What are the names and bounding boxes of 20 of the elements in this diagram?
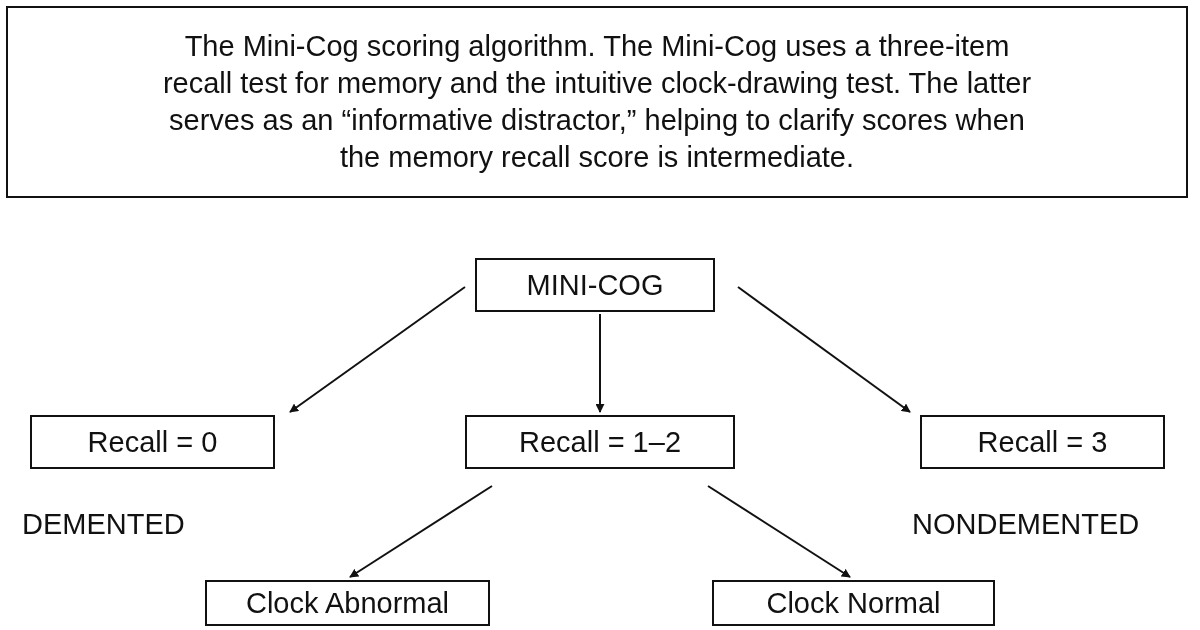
- arrow: [707, 485, 851, 578]
- arrow: [349, 485, 493, 578]
- process-box: [205, 580, 490, 626]
- box-label: MINI-COG: [526, 268, 664, 302]
- box-label: Clock Normal: [766, 586, 941, 620]
- box-label: Recall = 3: [977, 425, 1108, 459]
- box-label: Recall = 0: [87, 425, 218, 459]
- arrow: [289, 286, 466, 413]
- box-label: Recall = 1–2: [519, 425, 681, 459]
- outcome-label: NONDEMENTED: [912, 508, 1140, 541]
- process-box: [465, 415, 735, 469]
- process-box: [475, 258, 715, 312]
- outcome-label: DEMENTED: [22, 508, 185, 541]
- arrow: [737, 286, 911, 413]
- arrow: [595, 313, 605, 413]
- box-label: Clock Abnormal: [245, 586, 450, 620]
- caption-text: The Mini-Cog scoring algorithm. The Mini-Cog uses a three-item recall test for memory and the intuitive clock-drawing test. The latter serves as an “informative distractor,” helping to clarify scores when the memory recall score is intermediate.: [161, 29, 1033, 175]
- process-box: [712, 580, 995, 626]
- process-box: [30, 415, 275, 469]
- process-box: [920, 415, 1165, 469]
